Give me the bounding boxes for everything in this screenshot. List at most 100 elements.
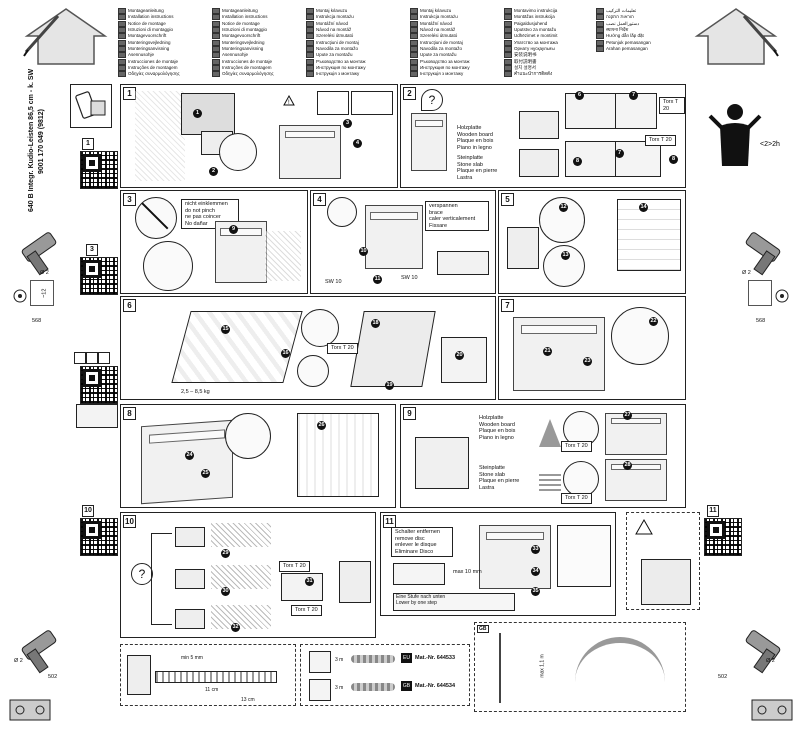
language-row: Montaj kılavuzu	[306, 8, 398, 15]
qr-code-10[interactable]	[80, 518, 118, 556]
svg-text:!: !	[288, 100, 290, 106]
flag-icon	[306, 64, 314, 71]
torx-label-2: Torx T 20	[561, 493, 592, 504]
step-marker: 34	[531, 567, 540, 576]
step-number: 4	[313, 193, 326, 206]
language-row: הוראות התקנה	[596, 14, 678, 21]
flag-icon	[410, 20, 418, 27]
cabinet-hatch	[265, 231, 301, 281]
note-box: Eine Stufe nach unten Lower by one step	[393, 593, 515, 611]
flag-icon	[118, 20, 126, 27]
dim-label: min 5 mm	[181, 655, 203, 661]
flag-icon	[212, 58, 220, 65]
qr-code-6[interactable]	[80, 366, 118, 404]
home-outline-icon	[694, 8, 779, 65]
torx-label-2: Torx T 20	[645, 135, 676, 146]
step-marker: 6	[575, 91, 584, 100]
detail	[615, 141, 661, 177]
flag-icon	[504, 39, 512, 46]
language-row: स्थापना निर्देश	[596, 27, 678, 34]
hose-arc	[575, 637, 665, 709]
zoom-circle	[563, 461, 599, 497]
language-title: Monteringsanvisning	[222, 45, 264, 51]
language-row: 安装说明书	[504, 52, 592, 59]
language-title: Montāžas instrukcija	[514, 14, 555, 20]
language-row: Istruzioni di montaggio	[212, 27, 304, 34]
wrench-size: SW 10	[325, 279, 342, 285]
material-number: Mat.-Nr. 644534	[415, 683, 456, 689]
rear-view	[641, 559, 691, 605]
language-title: Ръководство за монтаж	[316, 58, 366, 64]
language-row: Инструкция по монтажу	[306, 64, 398, 71]
region-label: GB	[477, 625, 489, 633]
language-title: Monteringsanvisning	[128, 45, 170, 51]
language-title: Орнату нұсқаулығы	[514, 45, 555, 51]
language-title: Montageanleitung	[222, 8, 258, 14]
flag-icon	[118, 8, 126, 15]
language-title: Інструкція з монтажу	[420, 71, 464, 77]
warning-icons	[393, 563, 445, 585]
step-marker: 13	[561, 251, 570, 260]
flag-icon	[118, 64, 126, 71]
language-title: Instrucţiuni de montaj	[316, 39, 359, 45]
qr-code-11[interactable]	[704, 518, 742, 556]
flag-icon	[118, 52, 126, 59]
language-row: Installation instructions	[118, 14, 208, 21]
rail-3	[211, 605, 271, 629]
language-title: Инструкция по монтажу	[420, 64, 470, 70]
parts-list	[135, 91, 185, 181]
step-marker: 12	[559, 203, 568, 212]
warning-triangle-icon	[635, 519, 653, 535]
step-marker: 2	[209, 167, 218, 176]
step-panel-10: 10 ? 29 30 32 Torx T 20 31 Torx T 20	[120, 512, 376, 638]
language-title: Instrucciones de montaje	[222, 58, 273, 64]
step-number: 3	[123, 193, 136, 206]
zoom-circle	[297, 355, 329, 387]
leveling-detail	[437, 251, 489, 275]
height-label: max 1,1 m	[539, 654, 546, 678]
qr-code-3[interactable]	[80, 257, 118, 295]
language-title: Asennusohje	[222, 52, 249, 58]
flag-icon	[118, 14, 126, 21]
material-number: Mat.-Nr. 644533	[415, 655, 456, 661]
language-title: Οδηγίες συναρμολόγησης	[222, 71, 274, 77]
qr-code-1[interactable]	[80, 151, 118, 189]
language-row: Szerelési útmutató	[410, 33, 500, 40]
flag-icon	[212, 14, 220, 21]
flag-icon	[410, 64, 418, 71]
zoom-circle	[543, 245, 585, 287]
drill-diameter-r: Ø 2	[742, 270, 751, 276]
flag-icon	[410, 45, 418, 52]
home-outline-icon	[23, 8, 108, 65]
qr-number-11: 11	[707, 505, 719, 517]
dishwasher-drawing	[605, 413, 667, 455]
flag-icon	[504, 27, 512, 34]
language-title: Szerelési útmutató	[420, 33, 458, 39]
weight-label: 2,5 – 8,5 kg	[181, 389, 210, 395]
torx-label: Torx T 20	[279, 561, 310, 572]
language-title: Montážní návod	[316, 20, 349, 26]
length-label: 3 m	[335, 657, 344, 663]
language-row: Instruções de montagem	[212, 64, 304, 71]
step-marker: 29	[221, 549, 230, 558]
wrench-size-2: SW 10	[401, 275, 418, 281]
step-marker: 20	[455, 351, 464, 360]
language-row: Paigaldusjuhend	[504, 20, 592, 27]
dishwasher-drawing	[215, 221, 267, 283]
language-row: Montageanleitung	[212, 8, 304, 15]
language-row: Montāžas instrukcija	[504, 14, 592, 21]
option-a	[175, 527, 205, 547]
zoom-circle	[225, 413, 271, 459]
flag-icon	[596, 14, 604, 21]
language-row: Montážní návod	[410, 20, 500, 27]
flag-icon	[306, 71, 314, 78]
drill-diameter: Ø 2	[40, 270, 49, 276]
dim-label: 11 cm	[205, 687, 219, 693]
language-title: Montageanleitung	[128, 8, 164, 14]
